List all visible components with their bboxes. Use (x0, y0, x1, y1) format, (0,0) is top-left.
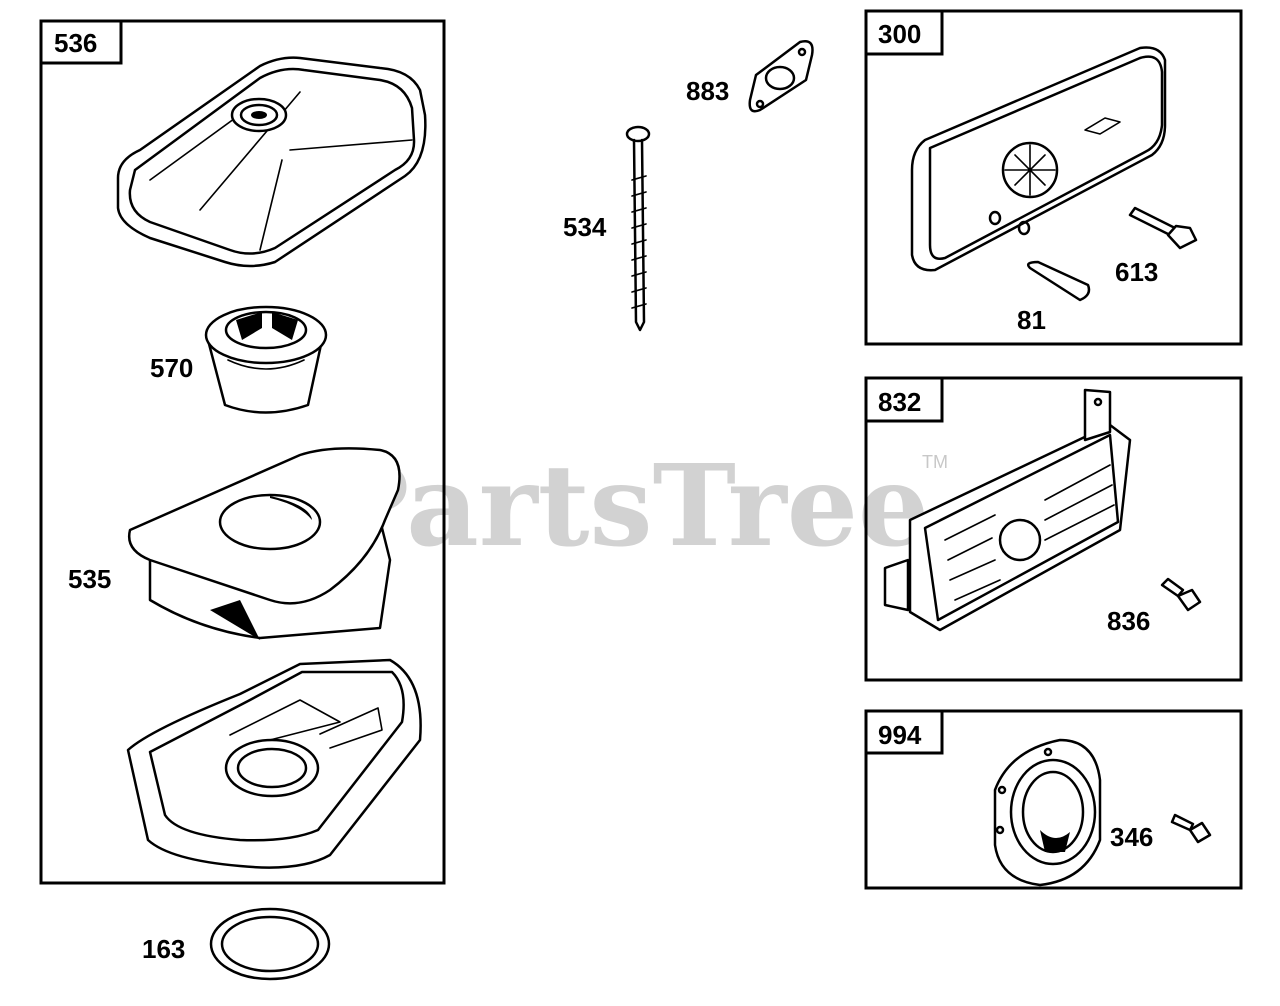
label-534: 534 (563, 212, 607, 242)
label-836: 836 (1107, 606, 1150, 636)
guard-screw-part[interactable] (1160, 577, 1202, 612)
box-tag-994: 994 (878, 720, 922, 750)
muffler-guard-part[interactable] (883, 388, 1132, 632)
muffler-screw-part[interactable] (1128, 206, 1198, 250)
box-spark-arrester[interactable]: 994 (864, 709, 1243, 890)
box-tag-300: 300 (878, 19, 921, 49)
gasket-part[interactable] (748, 40, 814, 113)
lock-part[interactable] (1027, 260, 1091, 302)
label-883: 883 (686, 76, 729, 106)
box-guard[interactable]: 832 (864, 376, 1243, 682)
label-535: 535 (68, 564, 111, 594)
box-muffler[interactable]: 300 (864, 9, 1243, 346)
label-570: 570 (150, 353, 193, 383)
pre-cleaner-part[interactable] (127, 447, 401, 640)
arrester-screw-part[interactable] (1170, 813, 1212, 844)
label-163: 163 (142, 934, 185, 964)
cartridge-part[interactable] (204, 305, 328, 414)
air-cleaner-cover-part[interactable] (116, 56, 427, 268)
box-tag-832: 832 (878, 387, 921, 417)
box-air-cleaner[interactable]: 536 (39, 19, 446, 885)
label-346: 346 (1110, 822, 1153, 852)
watermark-tm: TM (922, 452, 948, 472)
muffler-part[interactable] (910, 46, 1167, 272)
air-cleaner-base-part[interactable] (126, 658, 422, 869)
long-screw-part[interactable] (625, 125, 651, 332)
label-81: 81 (1017, 305, 1046, 335)
box-tag-536: 536 (54, 28, 97, 58)
seal-part[interactable] (209, 907, 331, 981)
spark-arrester-part[interactable] (993, 738, 1102, 887)
label-613: 613 (1115, 257, 1158, 287)
watermark-text: PartsTree (325, 441, 929, 572)
